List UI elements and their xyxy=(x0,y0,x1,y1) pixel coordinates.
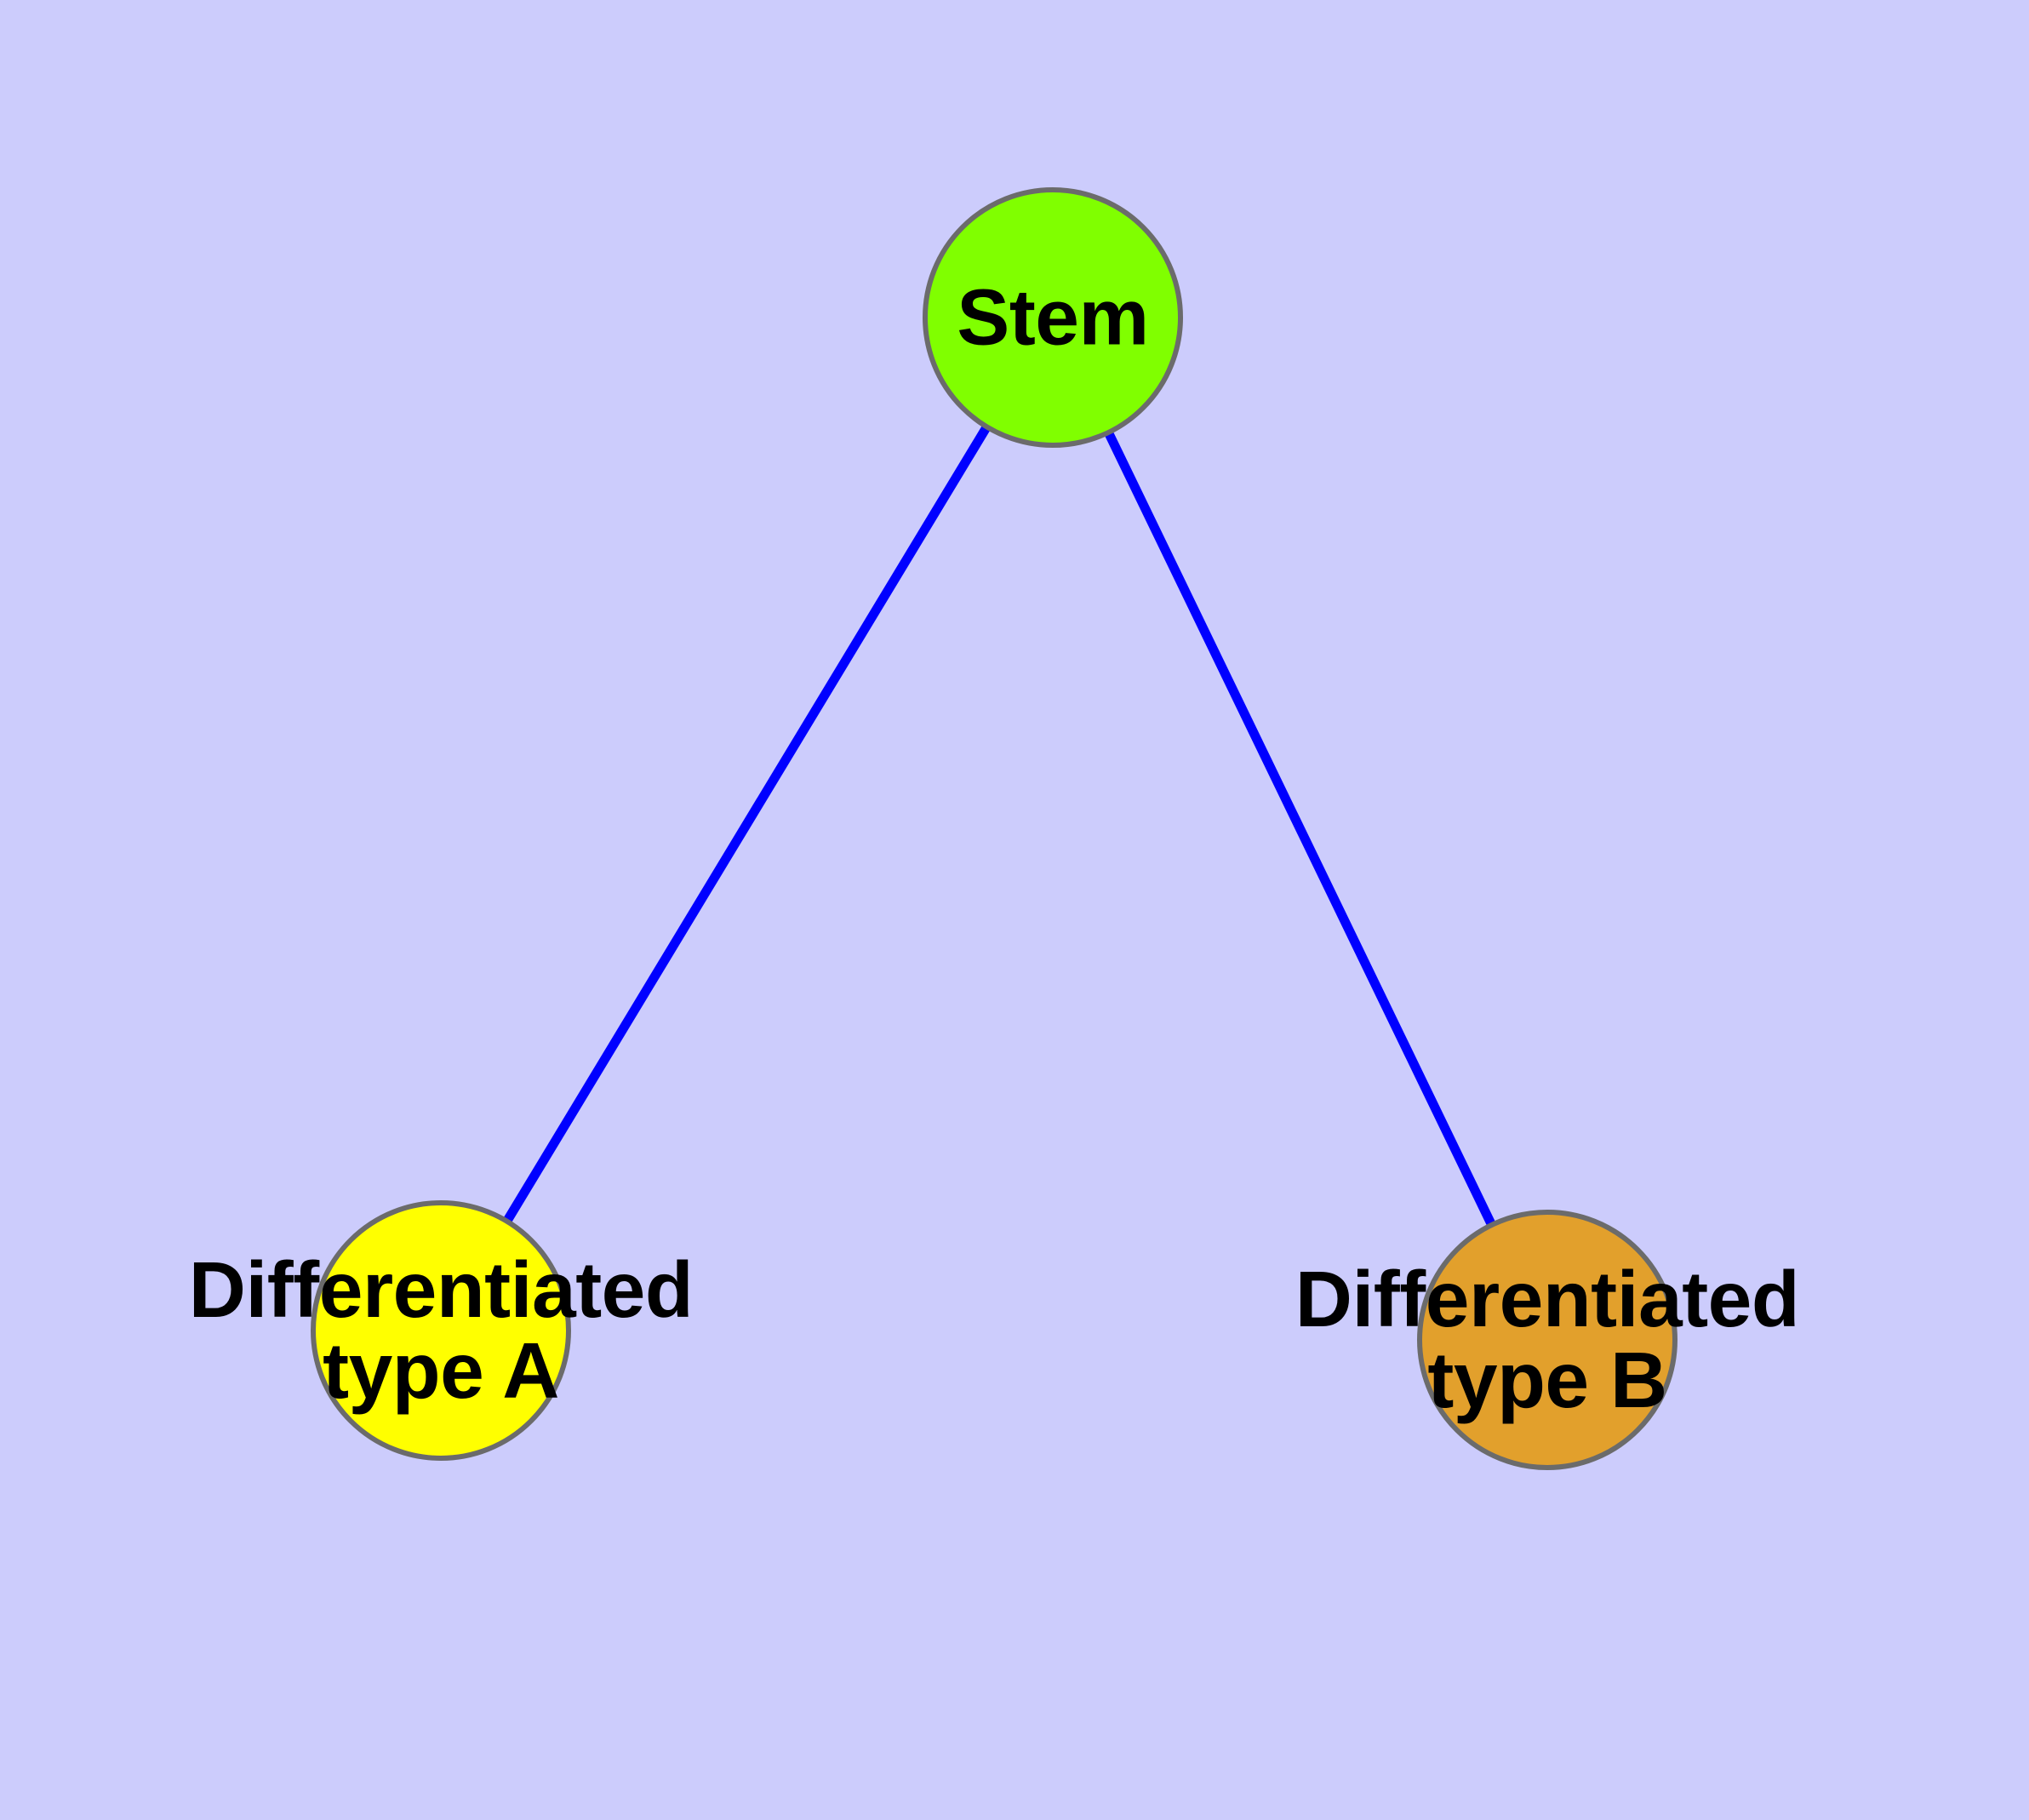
edge-stem-to-b xyxy=(1104,430,1496,1228)
node-circle-stem[interactable] xyxy=(923,187,1183,448)
node-circle-diff-b[interactable] xyxy=(1417,1210,1677,1470)
nodes-layer xyxy=(311,187,1677,1470)
node-circle-diff-a[interactable] xyxy=(311,1200,571,1461)
edges-layer xyxy=(502,424,1496,1228)
edge-stem-to-a xyxy=(502,424,992,1224)
